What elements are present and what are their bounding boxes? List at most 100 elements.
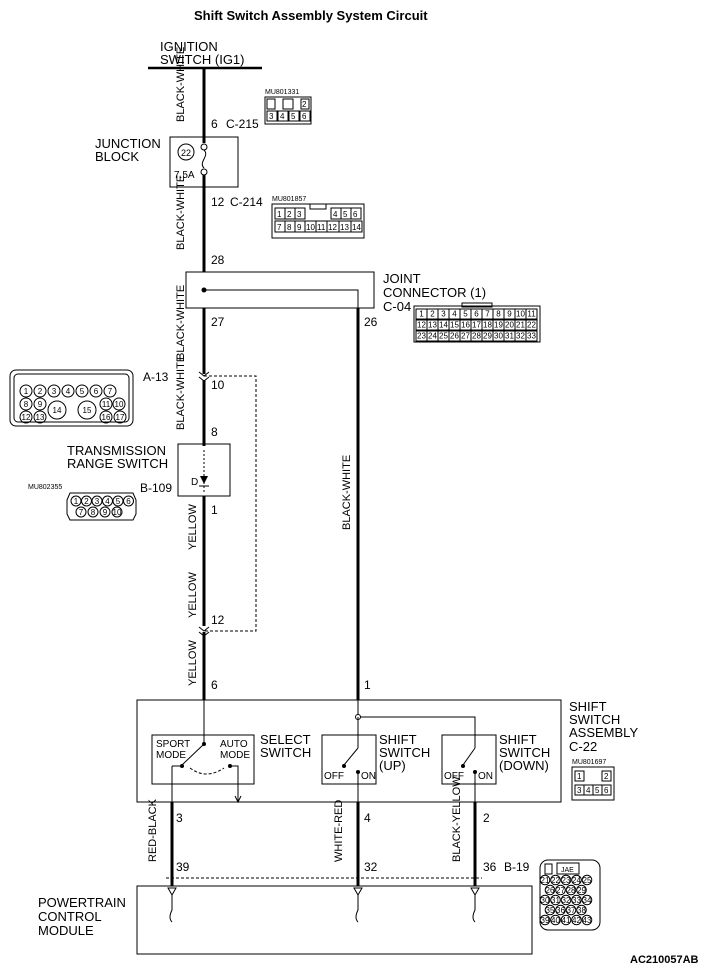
- a13-pin: [47, 384, 61, 398]
- a13-dashed-boundary: [204, 375, 257, 632]
- diagram-title: Shift Switch Assembly System Circuit: [194, 8, 428, 23]
- b19-pin-label: 31: [551, 896, 560, 905]
- c04-pin-label: 22: [527, 321, 536, 330]
- c04-pin-label: 10: [516, 310, 525, 319]
- pin-10: 10: [211, 378, 225, 392]
- a13-pin: [112, 397, 126, 411]
- junction-block-label-2: BLOCK: [95, 149, 139, 164]
- b19-pin-label: 42: [572, 916, 581, 925]
- b109-pin-label: 3: [95, 497, 100, 506]
- shift-down-contact-icon: [461, 735, 477, 802]
- a13-pin-label: 10: [115, 400, 124, 409]
- svg-text:4: 4: [586, 786, 591, 795]
- junction-block-label-1: JUNCTION: [95, 136, 161, 151]
- a13-pin-label: 3: [52, 387, 57, 396]
- b19-pin-label: 26: [546, 886, 555, 895]
- c04-pin-label: 14: [439, 321, 448, 330]
- trs-contact-icon: [199, 450, 209, 492]
- wire-label-black-white-2: BLACK-WHITE: [175, 175, 187, 250]
- c04-pin-label: 21: [516, 321, 525, 330]
- shift-down-label-1: SHIFT: [499, 732, 537, 747]
- svg-text:MU801331: MU801331: [265, 89, 299, 96]
- trs-label-1: TRANSMISSION: [67, 443, 166, 458]
- joint-connector-label-2: CONNECTOR (1): [383, 285, 486, 300]
- a13-pin-label: 8: [24, 400, 29, 409]
- svg-text:10: 10: [306, 223, 315, 232]
- b19-pin: [576, 884, 587, 896]
- pin-8: 8: [211, 425, 218, 439]
- b19-pin-label: 40: [551, 916, 560, 925]
- a13-pin: [75, 384, 89, 398]
- a13-pin-label: 13: [36, 413, 45, 422]
- shift-up-label-1: SHIFT: [379, 732, 417, 747]
- b109-pin-label: 5: [116, 497, 121, 506]
- svg-text:A-13: A-13: [143, 370, 169, 384]
- fuse-rating: 7.5A: [174, 170, 195, 181]
- c04-pin-label: 18: [483, 321, 492, 330]
- c04-pin-label: 1: [419, 310, 424, 319]
- select-sport-label: SPORT: [156, 739, 190, 750]
- joint-connector-code: C-04: [383, 299, 411, 314]
- select-switch-box: [151, 734, 255, 785]
- pin-12: 12: [211, 195, 225, 209]
- b19-pin: [539, 914, 551, 926]
- shift-down-on: ON: [478, 771, 493, 782]
- c04-pin-label: 33: [527, 332, 536, 341]
- wire-label-black-white-4: BLACK-WHITE: [175, 355, 187, 430]
- b19-pin-label: 23: [562, 876, 571, 885]
- b19-pin: [539, 874, 551, 886]
- pin-12b: 12: [211, 613, 225, 627]
- b19-pin: [565, 884, 577, 896]
- b109-pin-label: 7: [79, 508, 84, 517]
- a13-pin-label: 9: [38, 400, 43, 409]
- fuse-number-badge: [177, 143, 195, 161]
- b109-pin-label: 6: [126, 497, 131, 506]
- shift-assembly-code: C-22: [569, 739, 597, 754]
- svg-text:2: 2: [604, 772, 609, 781]
- b19-pin: [544, 904, 556, 916]
- svg-text:6: 6: [353, 210, 358, 219]
- c04-pin: [525, 308, 538, 320]
- trs-box: [177, 443, 231, 497]
- c04-pin-label: 19: [494, 321, 503, 330]
- a13-pin: [77, 400, 97, 420]
- shift-up-label-3: (UP): [379, 758, 406, 773]
- wire-label-red-black: RED-BLACK: [147, 798, 159, 862]
- wire-label-black-white-3: BLACK-WHITE: [175, 285, 187, 360]
- svg-text:13: 13: [340, 223, 349, 232]
- svg-text:3: 3: [269, 112, 274, 121]
- joint-internal-wire: [204, 289, 359, 308]
- shift-down-label-3: (DOWN): [499, 758, 549, 773]
- wire-label-black-yellow: BLACK-YELLOW: [451, 776, 463, 862]
- pcm-label-2: CONTROL: [38, 909, 102, 924]
- b109-pin-label: 8: [91, 508, 96, 517]
- pcm-input-symbols: [167, 887, 480, 923]
- svg-text:7: 7: [277, 223, 282, 232]
- c04-pin-label: 16: [461, 321, 470, 330]
- svg-text:5: 5: [343, 210, 348, 219]
- shift-switch-feed: [357, 700, 476, 735]
- shift-up-label-2: SWITCH: [379, 745, 430, 760]
- b19-pin-label: 24: [572, 876, 581, 885]
- b19-pin-label: 37: [567, 906, 576, 915]
- b109-pin: [87, 506, 99, 518]
- b19-pin-label: 29: [577, 886, 586, 895]
- svg-text:4: 4: [333, 210, 338, 219]
- a13-pin: [19, 384, 33, 398]
- b109-pin: [123, 495, 134, 507]
- select-switch-label-2: SWITCH: [260, 745, 311, 760]
- b109-pin: [99, 506, 111, 518]
- trs-position-d: D: [191, 477, 198, 488]
- b19-pin: [581, 914, 593, 926]
- trs-label-2: RANGE SWITCH: [67, 456, 168, 471]
- pin-6: 6: [211, 117, 218, 131]
- svg-text:12: 12: [328, 223, 337, 232]
- pcm-label-3: MODULE: [38, 923, 94, 938]
- joint-connector-label-1: JOINT: [383, 271, 421, 286]
- c04-pin-label: 28: [472, 332, 481, 341]
- b109-pin-label: 9: [103, 508, 108, 517]
- connector-c215-icon: MU801331 2 3 4 5 6: [264, 89, 312, 125]
- c04-pin: [525, 319, 538, 331]
- c04-pin-label: 27: [461, 332, 470, 341]
